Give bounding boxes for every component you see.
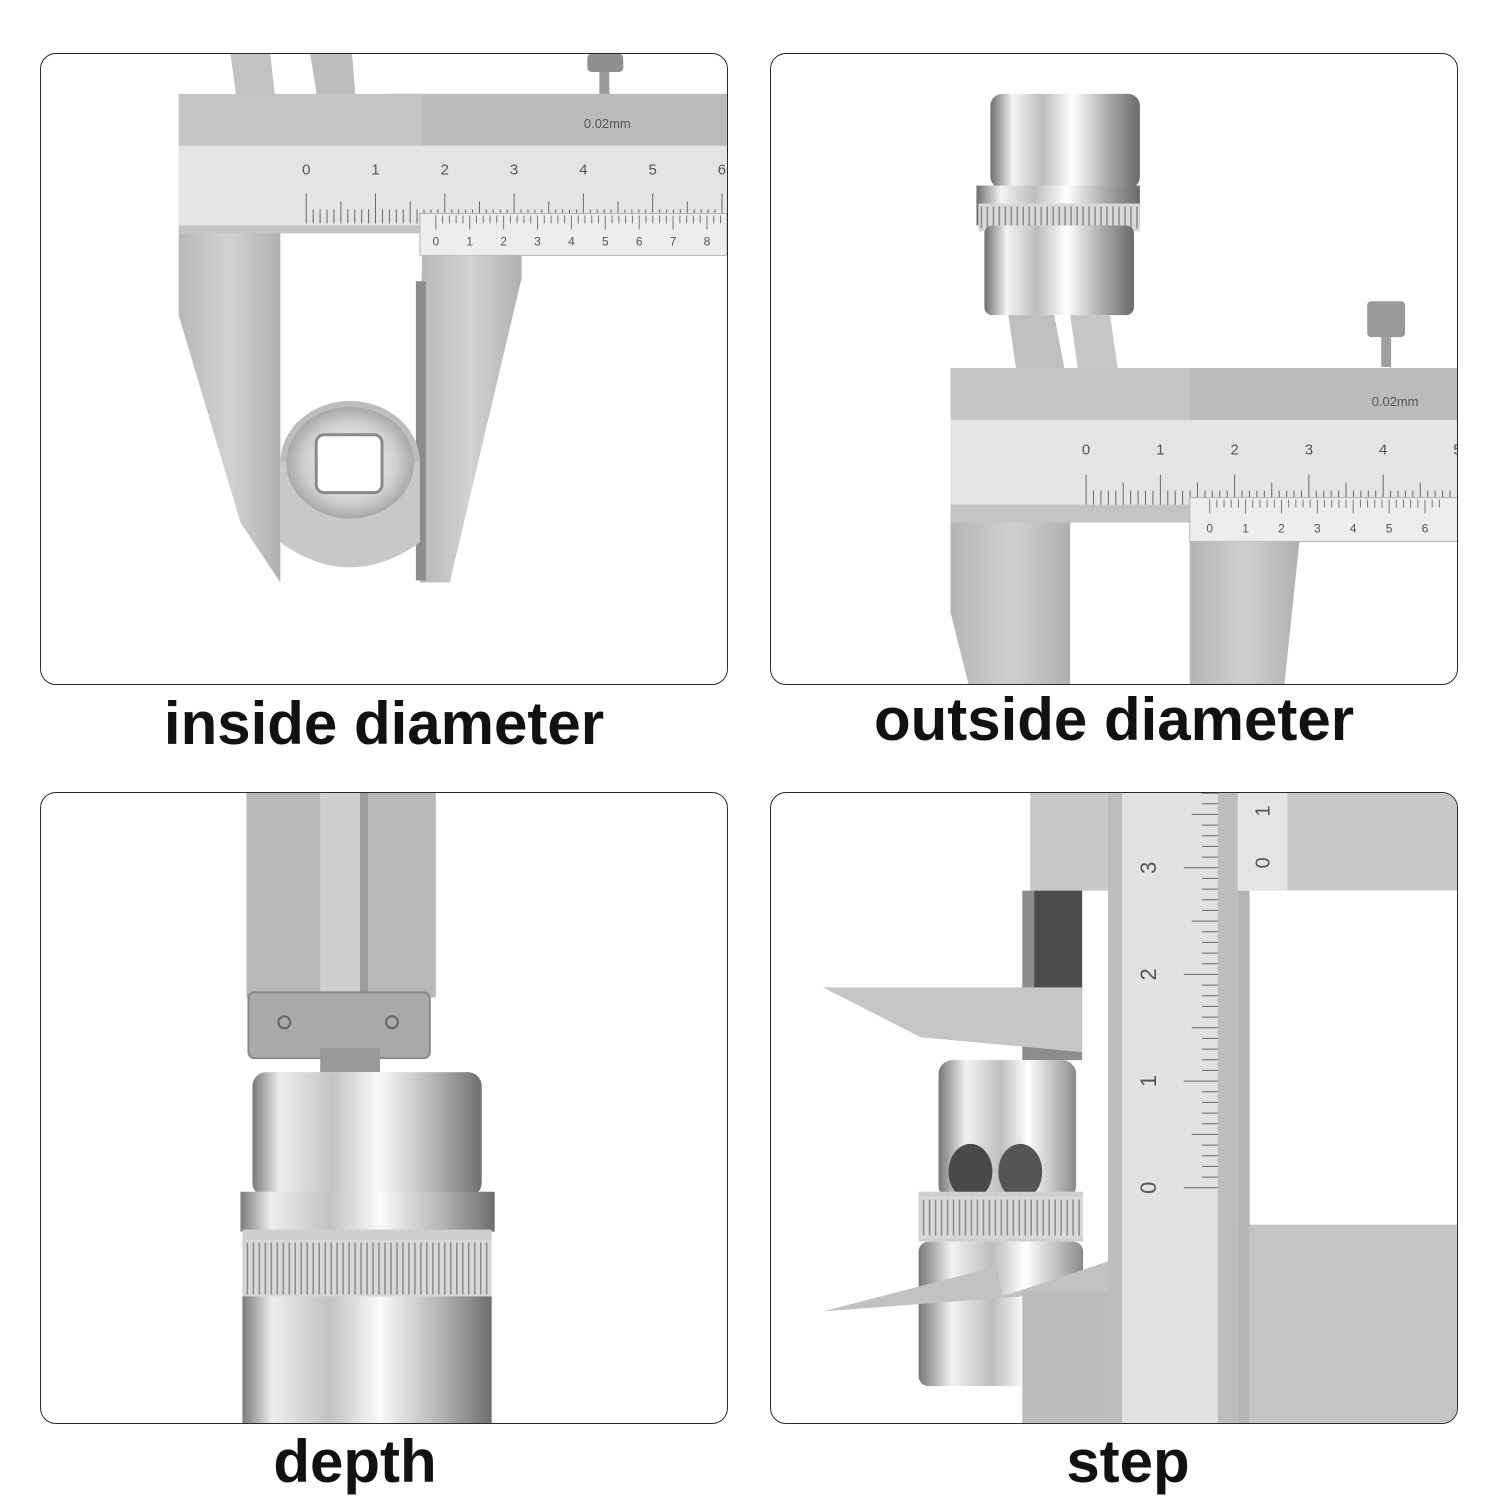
vernier-scale-label: 7 — [670, 234, 677, 248]
main-scale-label: 4 — [1379, 442, 1387, 459]
vernier-scale-label: 6 — [636, 234, 643, 248]
caption-inside-diameter: inside diameter — [163, 690, 605, 757]
main-scale-label: 5 — [648, 162, 656, 179]
vernier-scale-label: 1 — [466, 234, 473, 248]
main-scale-label: 2 — [1136, 968, 1161, 980]
vernier-scale-labels: 0 1 2 3 4 5 6 — [1206, 521, 1428, 535]
vernier-scale-label: 5 — [602, 234, 609, 248]
vernier-scale-labels: 0 1 2 3 4 5 6 7 8 — [433, 234, 711, 248]
main-scale-labels: 0 1 2 3 4 5 6 — [302, 162, 726, 179]
inside-diameter-photo: 0.02mm 0 1 2 3 4 5 6 0 1 2 3 4 5 6 7 8 — [178, 54, 727, 583]
main-scale-label: 6 — [718, 162, 726, 179]
main-scale-ticks — [1183, 793, 1218, 1189]
vernier-scale-label: 4 — [568, 234, 575, 248]
caption-depth: depth — [273, 1428, 437, 1495]
vernier-scale-labels: 01 — [1253, 805, 1275, 868]
vernier-scale-label: 4 — [1350, 521, 1357, 535]
resolution-label: 0.02mm — [1372, 394, 1419, 409]
vernier-scale-ticks — [1209, 499, 1440, 514]
vernier-scale-label: 0 — [433, 234, 440, 248]
resolution-label: 0.02mm — [584, 116, 631, 131]
main-scale-label: 3 — [510, 162, 518, 179]
depth-photo — [240, 793, 495, 1423]
vernier-scale-label: 3 — [1314, 521, 1321, 535]
knurl-band — [244, 1239, 492, 1298]
main-scale-label: 5 — [1453, 442, 1457, 459]
outside-diameter-photo: 0.02mm 0 1 2 3 4 5 0 1 2 3 4 5 6 — [950, 93, 1457, 684]
main-scale-label: 3 — [1305, 442, 1313, 459]
main-scale-labels: 0 1 2 3 4 5 — [1082, 442, 1457, 459]
main-scale-label: 0 — [302, 162, 310, 179]
main-scale-label: 2 — [441, 162, 449, 179]
main-scale-label: 1 — [1136, 1075, 1161, 1087]
main-scale-label: 4 — [579, 162, 587, 179]
main-scale-label: 1 — [371, 162, 379, 179]
vernier-scale-label: 3 — [534, 234, 541, 248]
main-scale-label: 2 — [1230, 442, 1238, 459]
vernier-scale-label: 2 — [500, 234, 507, 248]
main-scale-label: 0 — [1082, 442, 1090, 459]
vernier-scale-label: 5 — [1386, 521, 1393, 535]
vernier-scale-label: 6 — [1422, 521, 1429, 535]
main-scale-label: 0 — [1136, 1182, 1161, 1194]
vernier-scale-label: 2 — [1278, 521, 1285, 535]
vernier-scale-label: 8 — [704, 234, 711, 248]
inside-diameter-panel: 0.02mm 0 1 2 3 4 5 6 0 1 2 3 4 5 6 7 8 — [40, 53, 728, 685]
main-scale-label: 1 — [1156, 442, 1164, 459]
vernier-scale-label: 0 — [1206, 521, 1213, 535]
vernier-scale-label: 1 — [1242, 521, 1249, 535]
socket — [240, 1072, 495, 1423]
caption-outside-diameter: outside diameter — [873, 686, 1355, 753]
vernier-scale-ticks — [435, 215, 722, 230]
depth-panel — [40, 792, 728, 1424]
main-scale-label: 3 — [1136, 862, 1161, 874]
socket — [280, 400, 420, 568]
socket — [976, 93, 1140, 316]
vernier-scale-label: 0 — [1253, 857, 1275, 868]
outside-diameter-panel: 0.02mm 0 1 2 3 4 5 0 1 2 3 4 5 6 — [770, 53, 1458, 685]
vernier-scale-label: 1 — [1253, 805, 1275, 816]
main-scale-labels: 0 1 2 3 — [1136, 862, 1161, 1194]
caption-step: step — [1066, 1428, 1190, 1495]
